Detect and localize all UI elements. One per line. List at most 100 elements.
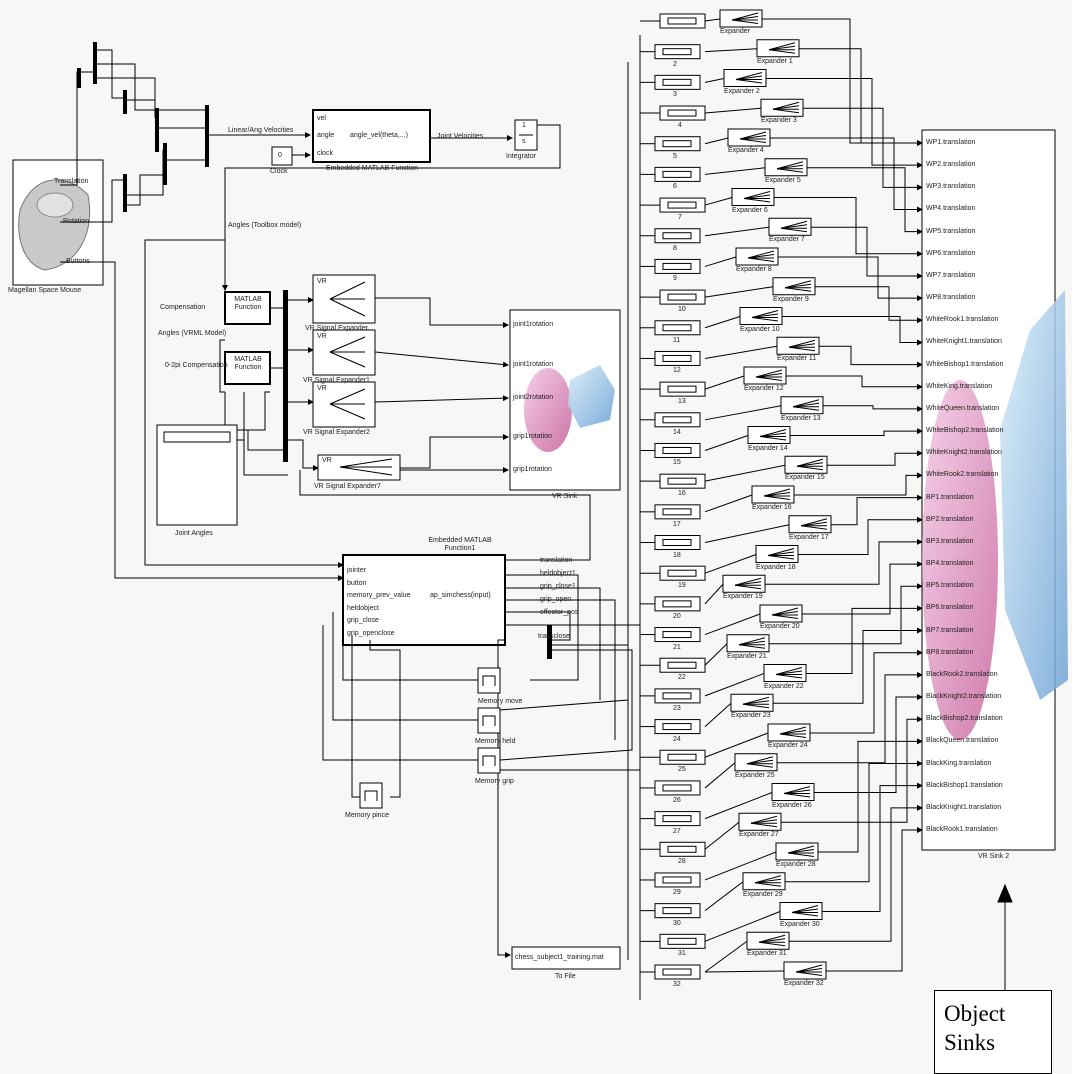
selector-block[interactable] <box>655 75 700 89</box>
vr-sink2-port: WhiteKnight2.translation <box>926 449 1002 457</box>
selector-block[interactable] <box>660 842 705 856</box>
selector-number: 13 <box>678 398 686 406</box>
mouse-port-rotation: Rotation <box>63 218 89 226</box>
vr-sink2-port: WhiteKing.translation <box>926 383 992 391</box>
angles-toolbox-label: Angles (Toolbox model) <box>228 222 301 230</box>
matlab-fn-2-label: MATLAB Function <box>230 356 266 372</box>
selector-block[interactable] <box>655 137 700 151</box>
selector-number: 10 <box>678 306 686 314</box>
vr-sink2-port: BP5.translation <box>926 582 973 590</box>
expander-in-wire <box>705 644 727 665</box>
selector-block[interactable] <box>655 904 700 918</box>
selector-block[interactable] <box>655 321 700 335</box>
expander-label: Expander 32 <box>784 980 824 988</box>
mouse-wires <box>60 50 560 578</box>
selector-block[interactable] <box>660 474 705 488</box>
vr-sink-label: VR Sink <box>552 493 577 501</box>
selector-block[interactable] <box>655 505 700 519</box>
expander-in-wire <box>705 674 764 696</box>
selector-number: 27 <box>673 828 681 836</box>
expander-in-wire <box>705 763 735 788</box>
sink-port-3: joint2rotation <box>513 394 553 402</box>
selector-block[interactable] <box>660 290 705 304</box>
expander-in-wire <box>705 79 724 83</box>
selector-block[interactable] <box>655 536 700 550</box>
expander-label: Expander 11 <box>777 355 816 363</box>
selector-block[interactable] <box>655 720 700 734</box>
selector-block[interactable] <box>660 934 705 948</box>
expander-out-wire <box>790 431 922 435</box>
selector-block[interactable] <box>655 965 700 979</box>
vr-sink2-port: WhiteQueen.translation <box>926 405 999 413</box>
expander-label: Expander 13 <box>781 415 821 423</box>
expander-label: Expander 20 <box>760 623 800 631</box>
expander-label: Expander 31 <box>747 950 787 958</box>
selector-block[interactable] <box>655 781 700 795</box>
expander-in-wire <box>705 465 785 481</box>
vr-sink2-port: BlackRook2.translation <box>926 671 998 679</box>
expander-in-wire <box>705 376 744 389</box>
expander-label: Expander 17 <box>789 534 829 542</box>
selector-block[interactable] <box>660 14 705 28</box>
selector-block[interactable] <box>660 750 705 764</box>
selector-number: 21 <box>673 644 681 652</box>
selector-number: 32 <box>673 981 681 989</box>
joint-angles-scope[interactable] <box>157 425 237 525</box>
vr-sink2-port: WP3.translation <box>926 183 975 191</box>
selector-block[interactable] <box>660 566 705 580</box>
selector-block[interactable] <box>660 198 705 212</box>
emb2-in-port: button <box>347 580 366 588</box>
expander-out-wire <box>803 108 922 187</box>
selector-block[interactable] <box>660 658 705 672</box>
to-file-label: To File <box>555 973 576 981</box>
selector-block[interactable] <box>655 259 700 273</box>
joint-velocities-label: Joint Velocities <box>437 133 483 141</box>
expander-in-wire <box>705 168 765 175</box>
selector-block[interactable] <box>655 167 700 181</box>
selector-number: 28 <box>678 858 686 866</box>
expander-out-wire <box>810 653 922 733</box>
expander-out-wire <box>799 49 922 143</box>
selector-block[interactable] <box>655 689 700 703</box>
selector-number: 20 <box>673 613 681 621</box>
selector-number: 25 <box>678 766 686 774</box>
selector-block[interactable] <box>655 628 700 642</box>
object-sinks-annotation: Object Sinks <box>934 990 1052 1074</box>
selector-block[interactable] <box>655 597 700 611</box>
selector-block[interactable] <box>655 443 700 457</box>
emb2-in-port: heldobject <box>347 605 379 613</box>
selector-block[interactable] <box>660 106 705 120</box>
selector-block[interactable] <box>655 45 700 59</box>
expander-in-wire <box>705 346 777 358</box>
vr-sink2-port: WhiteBishop2.translation <box>926 427 1003 435</box>
selector-number: 11 <box>673 337 680 345</box>
vr-sink2-port: BlackBishop1.translation <box>926 782 1003 790</box>
to-file-filename: chess_subject1_training.mat <box>515 954 604 962</box>
clock-block[interactable] <box>272 147 292 165</box>
selector-block[interactable] <box>655 229 700 243</box>
expander-out-wire <box>823 406 922 409</box>
expander-out-wire <box>818 741 922 852</box>
selector-block[interactable] <box>655 812 700 826</box>
expander-label: Expander 29 <box>743 891 783 899</box>
expander-label: Expander 18 <box>756 564 796 572</box>
expander-label: Expander 2 <box>724 88 760 96</box>
expander-out-wire <box>814 697 922 792</box>
expander-out-wire <box>806 608 922 673</box>
integrator-den: s <box>522 138 526 146</box>
vr-tag-1: VR <box>317 278 327 286</box>
expander-label: Expander 8 <box>736 266 772 274</box>
expander-in-wire <box>705 406 781 420</box>
memory-grip-label: Memory grip <box>475 778 514 786</box>
selector-block[interactable] <box>655 873 700 887</box>
selector-block[interactable] <box>660 382 705 396</box>
selector-block[interactable] <box>655 413 700 427</box>
expander-label: Expander 26 <box>772 802 812 810</box>
selector-block[interactable] <box>655 351 700 365</box>
vr-sink2-port: BP3.translation <box>926 538 973 546</box>
sink-port-5: grip1rotation <box>513 466 552 474</box>
vr-sink2-port: WhiteRook1.translation <box>926 316 998 324</box>
selector-number: 9 <box>673 275 677 283</box>
vr-sink2-port: BP4.translation <box>926 560 973 568</box>
vr-sink2-port: BlackKnight2.translation <box>926 693 1001 701</box>
